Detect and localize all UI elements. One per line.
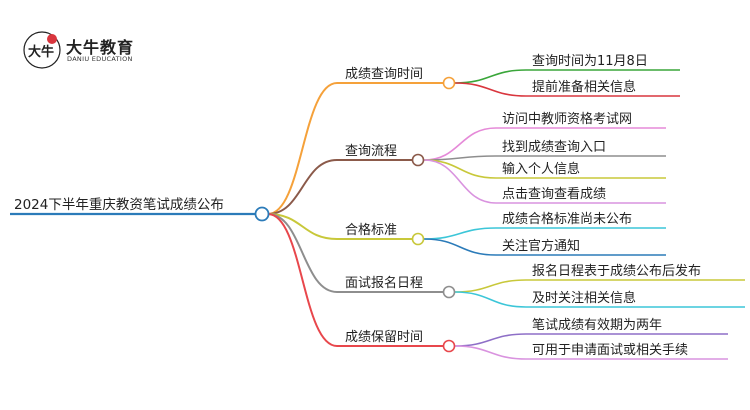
- child-connector: [454, 279, 527, 293]
- child-label: 可用于申请面试或相关手续: [532, 343, 688, 358]
- root-node: [254, 206, 270, 222]
- child-connector: [454, 333, 527, 347]
- branch-label: 成绩保留时间: [345, 330, 423, 345]
- child-label: 提前准备相关信息: [532, 79, 636, 95]
- child-label: 输入个人信息: [502, 161, 580, 177]
- child-label: 点击查询查看成绩: [502, 186, 606, 202]
- child-label: 查询时间为11月8日: [532, 54, 648, 69]
- logo-subtitle: DANIU EDUCATION: [67, 55, 133, 63]
- branch-connector: [267, 213, 338, 347]
- branch-node: [442, 285, 456, 299]
- logo-mark-icon: 大牛: [23, 31, 61, 69]
- logo: 大牛 大牛教育 DANIU EDUCATION: [22, 30, 162, 72]
- child-label: 成绩合格标准尚未公布: [502, 211, 632, 227]
- branch-node: [411, 153, 425, 167]
- branch-connector: [267, 213, 338, 293]
- branch-label: 合格标准: [345, 222, 397, 238]
- child-connector: [423, 155, 497, 161]
- child-connector: [454, 69, 527, 84]
- branch-connector: [267, 82, 338, 215]
- child-label: 及时关注相关信息: [532, 290, 636, 306]
- branch-label: 成绩查询时间: [345, 67, 423, 82]
- child-label: 关注官方通知: [502, 238, 580, 254]
- branch-connector: [267, 213, 338, 240]
- child-label: 报名日程表于成绩公布后发布: [532, 263, 701, 279]
- branch-label: 查询流程: [345, 144, 397, 159]
- child-connector: [454, 82, 527, 97]
- child-connector: [423, 159, 497, 204]
- logo-mark-text: 大牛: [28, 44, 54, 60]
- branch-node: [442, 76, 456, 90]
- child-label: 找到成绩查询入口: [502, 140, 606, 155]
- child-connector: [423, 127, 497, 161]
- child-label: 访问中教师资格考试网: [502, 111, 632, 127]
- branch-connector: [267, 159, 338, 215]
- branch-node: [442, 339, 456, 353]
- branch-node: [411, 232, 425, 246]
- logo-title: 大牛教育: [66, 38, 135, 57]
- child-connector: [423, 238, 497, 256]
- child-label: 笔试成绩有效期为两年: [532, 317, 662, 333]
- root-label: 2024下半年重庆教资笔试成绩公布: [14, 197, 224, 213]
- child-connector: [454, 291, 527, 308]
- child-connector: [423, 159, 497, 179]
- branch-label: 面试报名日程: [345, 275, 423, 291]
- child-connector: [423, 227, 497, 240]
- child-connector: [454, 345, 527, 360]
